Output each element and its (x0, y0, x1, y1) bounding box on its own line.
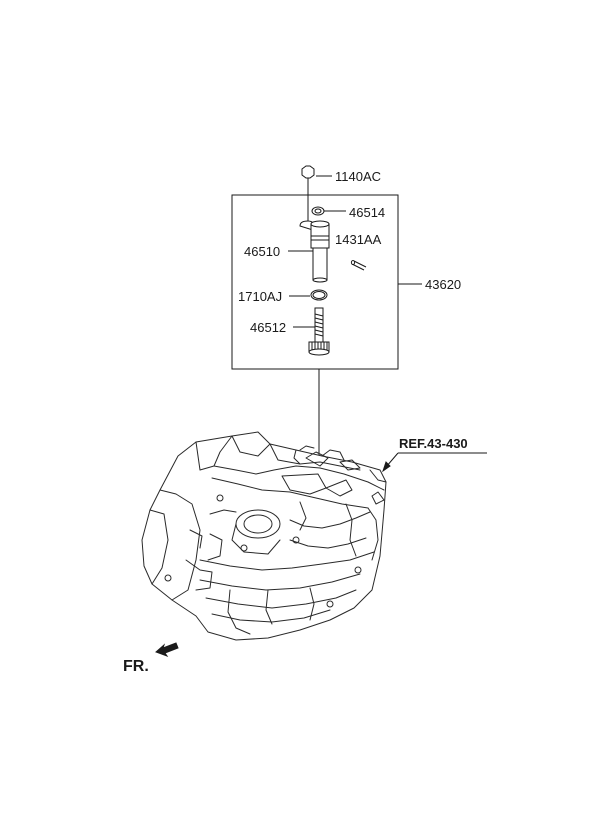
ref-arrow-head (382, 461, 391, 473)
front-arrow-icon (155, 642, 179, 657)
pin-part[interactable] (350, 260, 367, 271)
pin-label[interactable]: 1431AA (335, 232, 382, 247)
bolt-label[interactable]: 1140AC (335, 169, 381, 184)
transmission-illustration (141, 431, 387, 641)
ref-label[interactable]: REF.43-430 (399, 436, 468, 451)
assembly-label[interactable]: 43620 (425, 277, 461, 292)
small-oring-label[interactable]: 46514 (349, 205, 385, 220)
bolt-part[interactable] (301, 165, 315, 226)
gear-label[interactable]: 46512 (250, 320, 286, 335)
sensor-label[interactable]: 46510 (244, 244, 280, 259)
oring-label[interactable]: 1710AJ (238, 289, 282, 304)
front-label: FR. (123, 658, 149, 675)
speed-sensor-part[interactable] (299, 220, 330, 283)
small-oring-part[interactable] (311, 206, 325, 216)
driven-gear-part[interactable] (308, 307, 330, 356)
oring-part[interactable] (310, 289, 328, 301)
assembly-box (231, 194, 399, 370)
